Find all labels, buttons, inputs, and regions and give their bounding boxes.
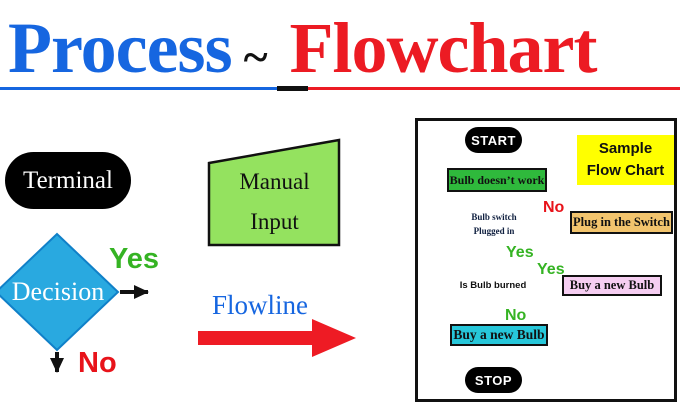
- start-terminal: START: [465, 127, 522, 153]
- switch-yes-label: Yes: [506, 244, 534, 261]
- action-buy-cyan-box: Buy a new Bulb: [450, 324, 548, 346]
- switch-decision-line1: Bulb switch: [471, 212, 517, 222]
- decision-label: Decision: [11, 277, 105, 306]
- title-word-flowchart: Flowchart: [289, 8, 598, 88]
- flowline-label: Flowline: [212, 290, 309, 320]
- stop-terminal: STOP: [465, 367, 522, 393]
- burned-yes-label: Yes: [537, 261, 565, 278]
- manual-input-label: Manual Input: [209, 162, 340, 243]
- burned-decision-label: Is Bulb burned: [459, 280, 527, 291]
- action-plug-box: Plug in the Switch: [570, 211, 673, 234]
- title-word-process: Process: [8, 8, 233, 88]
- action-plug-label: Plug in the Switch: [573, 215, 670, 229]
- switch-decision-line2: Plugged in: [473, 225, 515, 236]
- action-buy-cyan-label: Buy a new Bulb: [453, 327, 545, 342]
- action-buy-pink-label: Buy a new Bulb: [569, 278, 655, 292]
- title-underline: [0, 86, 680, 91]
- step-bulb-label: Bulb doesn’t work: [449, 172, 545, 187]
- sample-heading-box: Sample Flow Chart: [577, 135, 674, 185]
- manual-input-line1: Manual: [239, 169, 310, 194]
- terminal-shape: Terminal: [5, 152, 131, 209]
- title-separator: ~: [243, 31, 268, 82]
- burned-no-label: No: [505, 307, 527, 324]
- flowline-arrow: [198, 319, 356, 357]
- underline-red-segment: [308, 87, 680, 90]
- switch-no-label: No: [543, 199, 565, 216]
- underline-blue-segment: [0, 87, 277, 90]
- stop-label: STOP: [474, 372, 513, 388]
- sample-heading-line1: Sample: [598, 139, 653, 157]
- page-title: Process ~ Flowchart: [8, 12, 680, 84]
- step-bulb-box: Bulb doesn’t work: [447, 168, 547, 192]
- decision-yes-label: Yes: [109, 243, 159, 275]
- terminal-label: Terminal: [23, 166, 113, 194]
- switch-decision-label: Bulb switch Plugged in: [450, 211, 538, 238]
- sample-heading-line2: Flow Chart: [586, 162, 665, 179]
- manual-input-line2: Input: [250, 209, 299, 235]
- underline-black-segment: [277, 86, 308, 91]
- start-label: START: [471, 132, 516, 148]
- action-buy-pink-box: Buy a new Bulb: [562, 275, 662, 296]
- decision-no-label: No: [78, 347, 117, 379]
